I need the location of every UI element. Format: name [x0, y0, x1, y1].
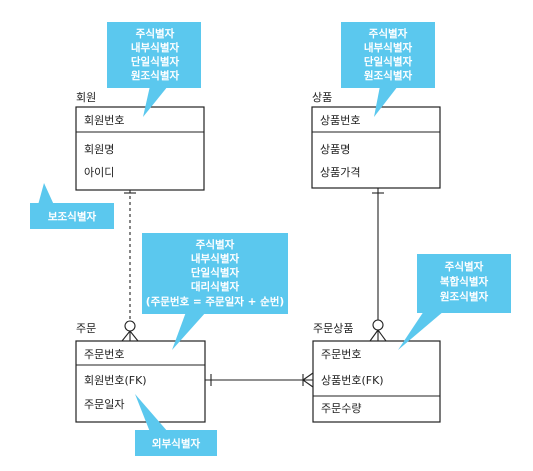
entity-box — [75, 340, 206, 423]
primary-key: 주문번호 — [84, 348, 124, 361]
attribute: 아이디 — [84, 166, 114, 179]
callout-line: 대리식별자 — [191, 280, 240, 293]
primary-key: 회원번호 — [84, 114, 124, 127]
attribute: 주문일자 — [84, 397, 124, 411]
attribute: 상품가격 — [320, 166, 360, 179]
callout-line: 주식별자 — [445, 260, 484, 273]
entity-box — [75, 106, 205, 191]
foreign-key: 상품번호(FK) — [321, 374, 384, 387]
relationship-order-orderproduct — [205, 372, 314, 388]
entity-member: 회원 회원번호 회원명 아이디 — [75, 91, 205, 191]
primary-key: 주문번호 — [321, 348, 361, 361]
entity-order: 주문 주문번호 회원번호(FK) 주문일자 — [75, 322, 206, 423]
callout-line: 내부식별자 — [364, 41, 413, 54]
entity-title: 주문 — [76, 322, 96, 335]
relationship-product-orderproduct — [369, 188, 387, 342]
callout-product-key: 주식별자 내부식별자 단일식별자 원조식별자 — [341, 22, 435, 117]
entity-title: 주문상품 — [313, 322, 353, 335]
primary-key: 상품번호 — [320, 114, 360, 127]
callout-line: 단일식별자 — [131, 55, 180, 68]
entity-order-product: 주문상품 주문번호 상품번호(FK) 주문수량 — [312, 322, 441, 423]
callout-line: (주문번호 = 주문일자 + 순번) — [146, 295, 284, 308]
foreign-key: 회원번호(FK) — [84, 374, 147, 387]
callout-order-key: 주식별자 내부식별자 단일식별자 대리식별자 (주문번호 = 주문일자 + 순번… — [142, 233, 288, 350]
callout-line: 원조식별자 — [364, 69, 413, 82]
entity-title: 상품 — [312, 91, 332, 104]
callout-line: 외부식별자 — [152, 437, 201, 450]
callout-line: 주식별자 — [136, 27, 175, 40]
callout-member-key: 주식별자 내부식별자 단일식별자 원조식별자 — [107, 22, 201, 117]
callout-line: 원조식별자 — [440, 290, 489, 303]
callout-line: 주식별자 — [196, 238, 235, 251]
entity-title: 회원 — [76, 91, 96, 104]
callout-member-aux: 보조식별자 — [30, 183, 114, 229]
callout-line: 단일식별자 — [364, 55, 413, 68]
callout-line: 주식별자 — [369, 27, 408, 40]
callout-line: 단일식별자 — [191, 266, 240, 279]
callout-line: 내부식별자 — [131, 41, 180, 54]
entity-box — [312, 340, 441, 423]
attribute: 상품명 — [320, 143, 350, 156]
callout-line: 복합식별자 — [440, 275, 489, 288]
callout-orderproduct-key: 주식별자 복합식별자 원조식별자 — [398, 254, 511, 350]
entity-box — [311, 106, 441, 189]
callout-line: 원조식별자 — [131, 69, 180, 82]
entity-product: 상품 상품번호 상품명 상품가격 — [311, 91, 441, 189]
callout-line: 내부식별자 — [191, 252, 240, 265]
attribute: 회원명 — [84, 143, 114, 156]
callout-order-fk: 외부식별자 — [135, 394, 217, 456]
relationship-member-order — [121, 190, 139, 342]
callout-line: 보조식별자 — [48, 210, 97, 223]
attribute: 주문수량 — [321, 402, 361, 415]
